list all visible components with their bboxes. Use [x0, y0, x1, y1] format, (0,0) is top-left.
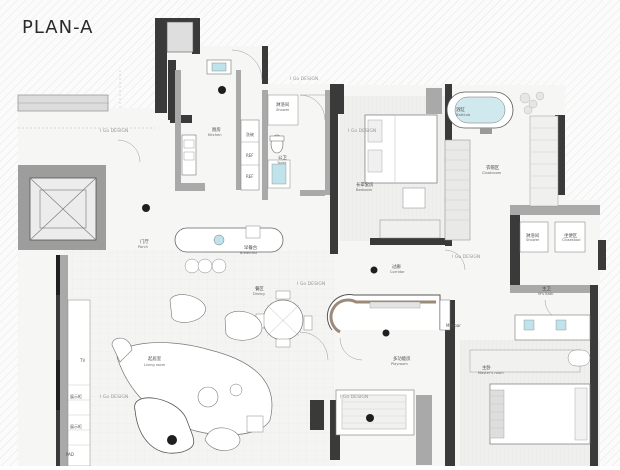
svg-text:淋浴间: 淋浴间 [526, 232, 539, 239]
svg-text:Master's room: Master's room [478, 371, 504, 375]
svg-text:PAD: PAD [66, 452, 74, 457]
tv-cabinet [67, 299, 91, 467]
svg-text:M's Bath: M's Bath [538, 292, 553, 296]
svg-text:Closestool: Closestool [562, 238, 580, 242]
svg-text:公卫: 公卫 [278, 155, 287, 161]
svg-text:REF: REF [246, 153, 254, 158]
watermarks: I Go DESIGN I Go DESIGN I Go DESIGN I Go… [100, 76, 480, 400]
svg-text:I Go DESIGN: I Go DESIGN [348, 128, 376, 134]
svg-text:Breakfast: Breakfast [240, 251, 258, 255]
svg-text:Toilet: Toilet [276, 161, 287, 165]
svg-text:洗碗: 洗碗 [246, 131, 254, 137]
room-labels: 厨房 Kitchen 公卫 Toilet 淋浴间 Shower 长辈套房 Bed… [66, 101, 580, 457]
svg-text:餐区: 餐区 [255, 285, 264, 292]
coffee-table [197, 386, 219, 408]
svg-text:REF: REF [246, 174, 254, 179]
svg-text:I Go DESIGN: I Go DESIGN [452, 254, 480, 260]
svg-text:Playroom: Playroom [391, 362, 408, 366]
partition-walls [60, 70, 600, 466]
svg-text:多功能房: 多功能房 [393, 355, 411, 362]
svg-text:TV: TV [79, 358, 85, 363]
svg-text:Bedroom: Bedroom [356, 188, 373, 192]
svg-text:主卫: 主卫 [542, 285, 551, 292]
svg-text:Shower: Shower [526, 238, 540, 242]
svg-text:Bathtub: Bathtub [456, 113, 471, 117]
svg-text:坐便区: 坐便区 [564, 232, 578, 239]
shower-area [267, 94, 299, 126]
svg-text:I Go DESIGN: I Go DESIGN [290, 76, 318, 82]
fridge-column [240, 119, 260, 191]
svg-text:I Go DESIGN: I Go DESIGN [100, 128, 128, 134]
svg-text:Kitchen: Kitchen [208, 133, 222, 137]
svg-text:过廊: 过廊 [392, 263, 401, 270]
svg-text:Corridor: Corridor [390, 270, 405, 274]
plan-title: PLAN-A [22, 17, 94, 38]
svg-text:Dining: Dining [253, 292, 265, 296]
svg-text:衣帽区: 衣帽区 [486, 164, 500, 171]
svg-text:展示柜: 展示柜 [70, 423, 82, 429]
svg-text:Shower: Shower [276, 108, 290, 112]
svg-text:Living room: Living room [144, 363, 166, 367]
kitchen-counter [181, 134, 197, 176]
svg-text:I Go DESIGN: I Go DESIGN [297, 281, 325, 287]
svg-text:Minibar: Minibar [446, 323, 461, 328]
svg-text:I Go DESIGN: I Go DESIGN [100, 394, 128, 400]
svg-text:Cloakroom: Cloakroom [482, 171, 502, 175]
svg-text:早餐台: 早餐台 [244, 244, 258, 251]
svg-text:起居室: 起居室 [148, 355, 162, 362]
bar-stools [184, 258, 227, 274]
breakfast-counter [174, 227, 284, 253]
svg-text:浴缸: 浴缸 [456, 106, 465, 113]
kitchen-label: 厨房 [212, 126, 221, 133]
plant-decor [519, 91, 545, 115]
master-bed [489, 383, 591, 445]
svg-text:I Go DESIGN: I Go DESIGN [340, 394, 368, 400]
svg-text:门厅: 门厅 [140, 238, 149, 245]
svg-text:长辈套房: 长辈套房 [356, 181, 374, 188]
svg-text:展示柜: 展示柜 [70, 393, 82, 399]
svg-text:Porch: Porch [138, 245, 148, 249]
svg-text:主卧: 主卧 [482, 364, 491, 371]
human-figures [142, 86, 390, 445]
door-swings [117, 49, 566, 361]
curved-sofa [134, 397, 195, 454]
svg-text:淋浴间: 淋浴间 [276, 101, 289, 108]
